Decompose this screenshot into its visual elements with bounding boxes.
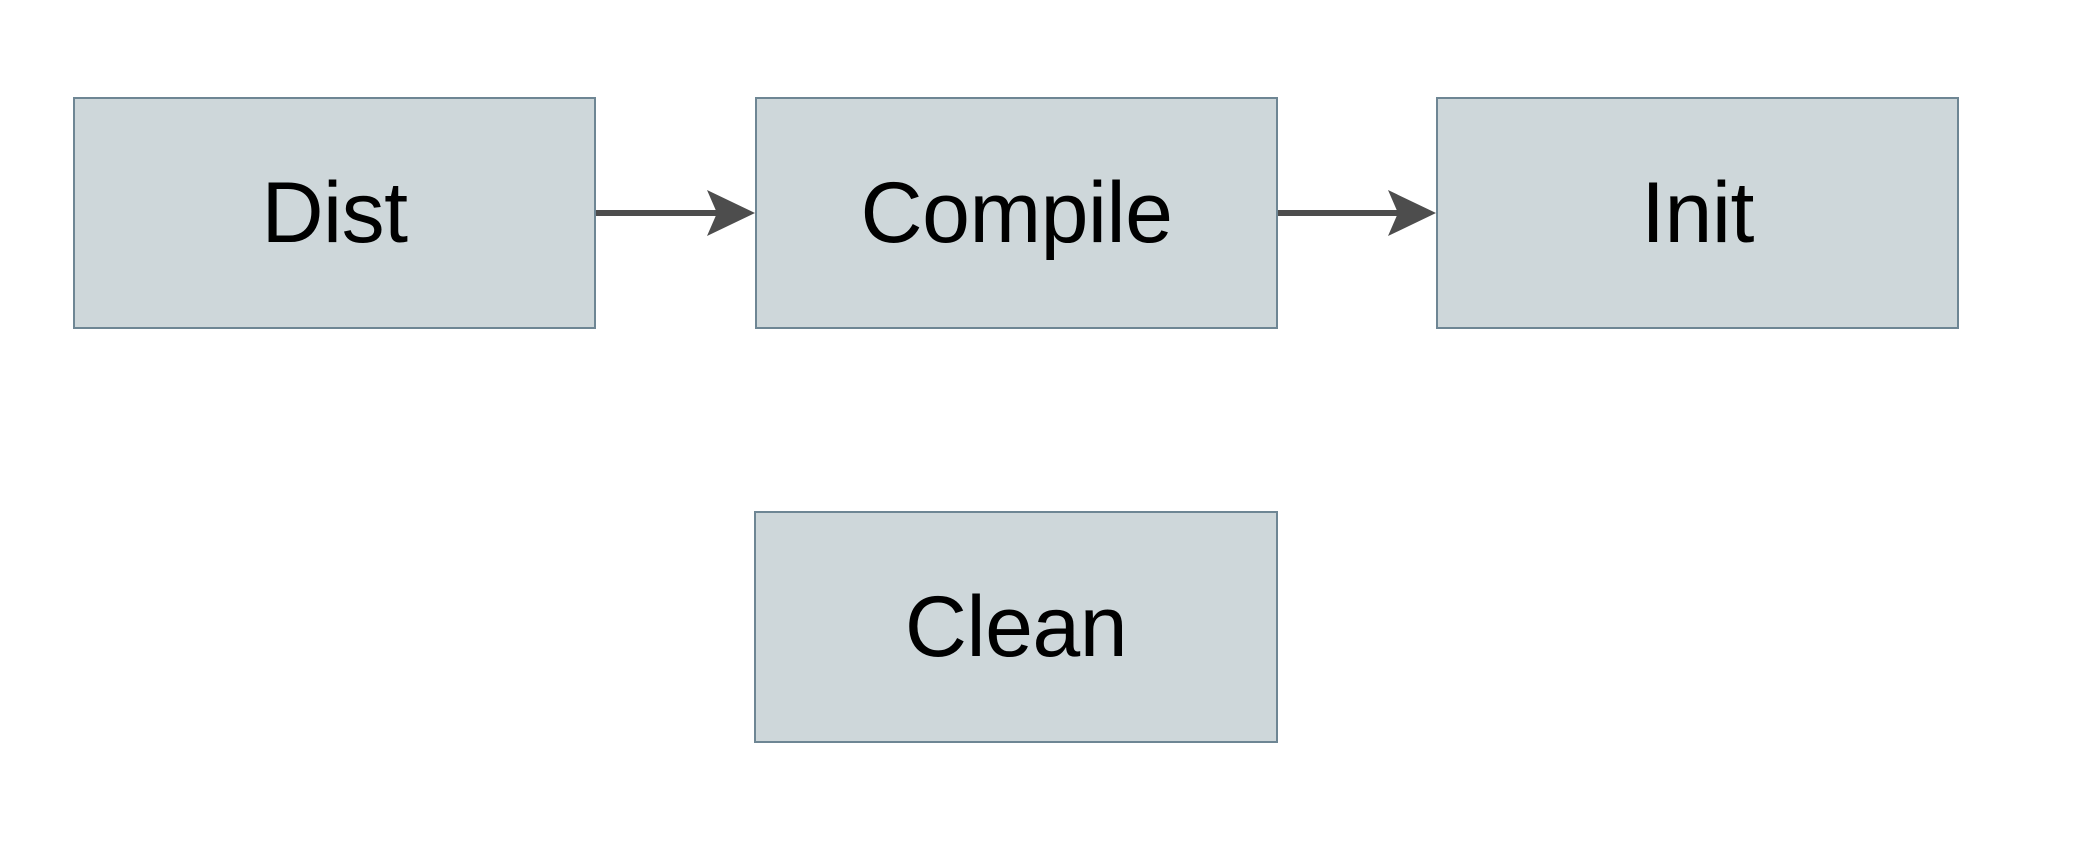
node-compile-label: Compile: [860, 165, 1173, 261]
node-init-label: Init: [1641, 165, 1754, 261]
edge-dist-to-compile-arrowhead: [707, 190, 755, 236]
edge-compile-to-init-arrowhead: [1388, 190, 1436, 236]
edge-compile-to-init[interactable]: [1278, 190, 1436, 236]
node-init[interactable]: Init: [1436, 97, 1959, 329]
node-dist-label: Dist: [261, 165, 408, 261]
edge-dist-to-compile[interactable]: [596, 190, 755, 236]
node-dist[interactable]: Dist: [73, 97, 596, 329]
node-clean-label: Clean: [904, 579, 1128, 675]
node-compile[interactable]: Compile: [755, 97, 1278, 329]
node-clean[interactable]: Clean: [754, 511, 1278, 743]
